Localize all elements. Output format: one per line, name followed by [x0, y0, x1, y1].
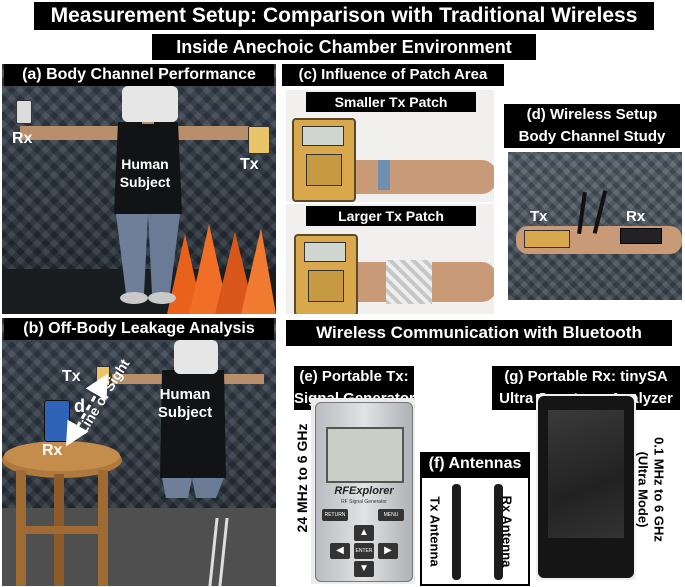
tx-device-icon [524, 230, 570, 248]
panel-a-heading: (a) Body Channel Performance [4, 64, 274, 86]
bluetooth-banner: Wireless Communication with Bluetooth [286, 320, 672, 346]
left-arrow-button-icon: ◀ [330, 543, 350, 559]
patch-electrode [378, 160, 390, 190]
tinysa-body [538, 396, 634, 578]
panel-c-small-label: Smaller Tx Patch [306, 92, 476, 112]
orange-absorbers-icon [167, 224, 276, 314]
panel-b-subject-label-1: Human [159, 386, 211, 403]
rx-antenna-label: Rx Antenna [499, 495, 515, 568]
panel-g-frequency-range-1: 0.1 MHz to 6 GHz [651, 437, 667, 542]
panel-d-photo: Tx Rx [508, 152, 682, 300]
down-arrow-button-icon: ▼ [354, 561, 374, 577]
panel-d-rx-label: Rx [626, 208, 646, 225]
panel-a-rx-label: Rx [12, 130, 33, 147]
signal-generator-subtitle: RF Signal Generator [341, 499, 387, 505]
right-arrow-button-icon: ▶ [378, 543, 398, 559]
signal-generator-screen [326, 427, 404, 483]
panel-b-heading: (b) Off-Body Leakage Analysis [4, 318, 274, 340]
rx-device-icon [16, 100, 32, 124]
panel-a-subject-label-1: Human [121, 156, 169, 172]
panel-f-heading: (f) Antennas [420, 452, 530, 476]
line-of-sight-arrow [66, 373, 108, 447]
panel-e-heading-1: (e) Portable Tx: [294, 366, 414, 388]
tx-device-icon [294, 234, 358, 314]
panel-c-large-photo: Larger Tx Patch [286, 204, 494, 314]
panel-b-photo: Tx d Line of Sight Rx Human Subject [2, 318, 276, 586]
patch-electrode [386, 260, 432, 304]
wooden-stool-icon [2, 441, 122, 586]
enter-button: ENTER [354, 543, 374, 559]
panel-b-distance-label: d [74, 396, 85, 416]
tx-antenna-label: Tx Antenna [427, 496, 443, 567]
panel-c-large-label: Larger Tx Patch [306, 206, 476, 226]
rx-device-icon [620, 228, 662, 244]
panel-b-subject-label-2: Subject [157, 404, 213, 421]
human-subject-figure [20, 112, 252, 304]
antennas-photo: Tx Antenna Rx Antenna [420, 476, 530, 586]
rx-antenna-icon [494, 484, 503, 580]
panel-d-heading-1: (d) Wireless Setup [504, 104, 680, 126]
panel-b-rx-label: Rx [42, 442, 63, 459]
panel-a-tx-label: Tx [240, 156, 259, 173]
signal-generator-body: RFExplorer RF Signal Generator RETURN ME… [315, 402, 413, 582]
panel-d-heading-2: Body Channel Study [504, 126, 680, 148]
human-subject-figure [112, 370, 264, 498]
panel-b-tx-label: Tx [62, 368, 81, 385]
signal-generator-logo: RFExplorer [334, 485, 394, 497]
rx-device-icon [44, 400, 70, 442]
face-blur [122, 86, 178, 122]
panel-c-small-photo: Smaller Tx Patch [286, 90, 494, 202]
tinysa-photo [536, 394, 636, 580]
tx-antenna-icon [452, 484, 461, 580]
panel-a-subject-label-2: Subject [119, 174, 171, 190]
signal-generator-photo: RFExplorer RF Signal Generator RETURN ME… [311, 398, 415, 584]
up-arrow-button-icon: ▲ [354, 525, 374, 541]
tx-device-icon [248, 126, 270, 154]
tx-device-icon [292, 118, 356, 202]
tinysa-screen [548, 410, 624, 538]
menu-button: MENU [378, 509, 404, 521]
figure-title: Measurement Setup: Comparison with Tradi… [34, 2, 654, 30]
panel-d-tx-label: Tx [530, 208, 548, 225]
panel-a-photo: Rx Tx Human Subject [2, 64, 276, 314]
figure-subtitle: Inside Anechoic Chamber Environment [152, 34, 536, 60]
panel-c-heading: (c) Influence of Patch Area [282, 64, 504, 86]
panel-g-frequency-range-2: (Ultra Mode) [635, 451, 651, 528]
face-blur [174, 340, 218, 374]
panel-e-frequency-range: 24 MHz to 6 GHz [294, 423, 310, 533]
floor [2, 508, 276, 586]
panel-g-heading-1: (g) Portable Rx: tinySA [492, 366, 680, 388]
return-button: RETURN [322, 509, 348, 521]
